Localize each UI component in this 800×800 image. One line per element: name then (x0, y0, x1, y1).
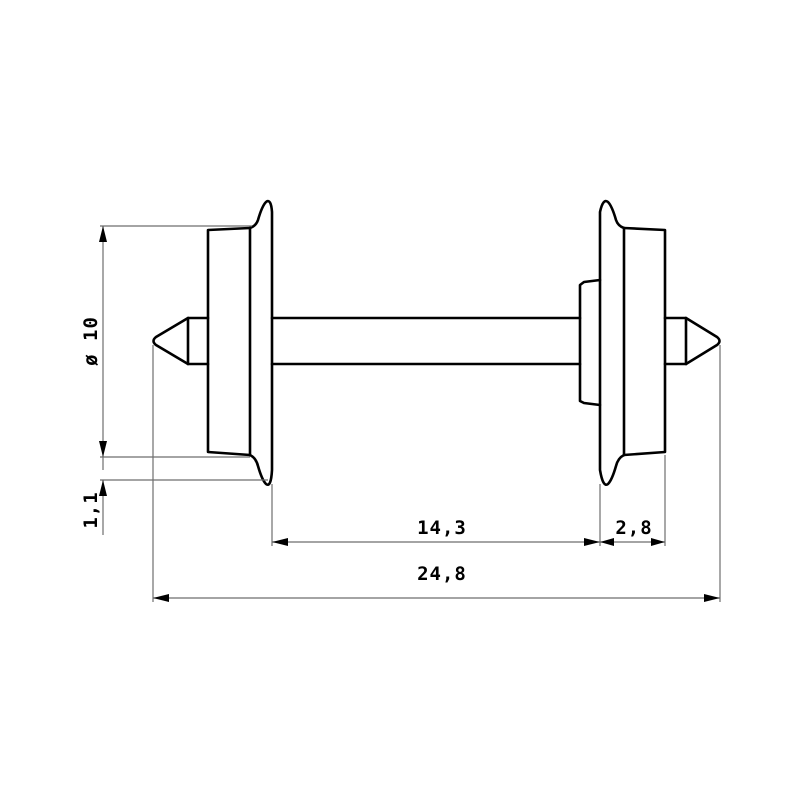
overall-length-dimension: 24,8 (153, 563, 720, 602)
left-wheel (206, 199, 274, 486)
axle (270, 316, 582, 366)
wheelset-part (152, 199, 721, 486)
right-wheel (598, 199, 667, 486)
left-journal (152, 316, 210, 366)
back-to-back-dimension-label: 14,3 (417, 517, 467, 539)
right-journal (663, 316, 721, 366)
diameter-dimension-label: ø 10 (80, 316, 102, 366)
diameter-dimension: ø 10 (80, 225, 252, 458)
dimensions: ø 10 1,1 14,3 (80, 225, 721, 602)
flange-height-dimension-label: 1,1 (80, 491, 102, 528)
overall-length-dimension-label: 24,8 (417, 563, 467, 585)
flange-height-dimension: 1,1 (80, 457, 268, 535)
wheel-width-dimension: 2,8 (600, 517, 665, 546)
right-hub (578, 278, 602, 407)
wheel-width-dimension-label: 2,8 (615, 517, 652, 539)
back-to-back-dimension: 14,3 (272, 517, 600, 546)
